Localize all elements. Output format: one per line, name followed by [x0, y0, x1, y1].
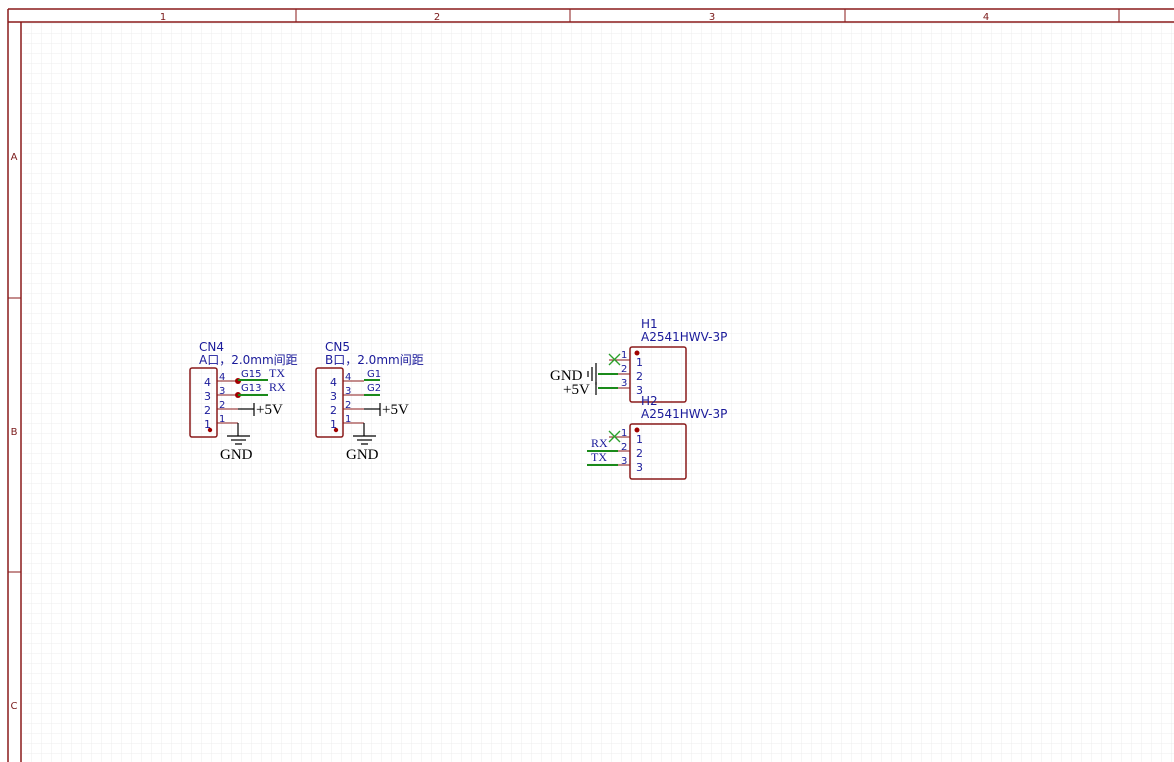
cn4-pin-outer-3: 3	[204, 390, 211, 403]
cn5-pin-inner-2: 2	[345, 400, 351, 411]
cn4-net-g13: G13	[241, 383, 261, 394]
cn5-net-g2: G2	[367, 383, 381, 394]
cn4-pin-inner-3: 3	[219, 386, 225, 397]
h2-value: A2541HWV-3P	[641, 407, 727, 421]
cn4-pin-inner-4: 4	[219, 372, 225, 383]
column-label-1: 1	[160, 12, 166, 23]
row-label-a: A	[11, 152, 18, 163]
h2-net-rx: RX	[591, 436, 608, 450]
cn4-net-rx: RX	[269, 380, 286, 394]
cn5-pin-outer-1: 1	[330, 418, 337, 431]
component-cn5[interactable]: CN5 B口，2.0mm间距 4 3 2 1 4 3 2 1 G1 G2 +5V…	[315, 340, 424, 463]
cn4-body	[189, 367, 218, 438]
h1-pin-outer-3: 3	[621, 378, 627, 389]
cn4-pin-outer-1: 1	[204, 418, 211, 431]
cn4-value: A口，2.0mm间距	[199, 353, 298, 367]
h2-net-tx: TX	[591, 450, 607, 464]
cn4-gnd-icon	[227, 435, 250, 445]
cn5-power-5v: +5V	[382, 402, 409, 418]
sheet-frame	[7, 8, 1174, 762]
h1-pin1-marker	[634, 350, 640, 356]
cn4-pin-inner-2: 2	[219, 400, 225, 411]
row-label-c: C	[11, 701, 18, 712]
column-label-4: 4	[983, 12, 989, 23]
h2-pin-inner-1: 1	[636, 433, 643, 446]
cn4-pin-outer-4: 4	[204, 376, 211, 389]
cn5-pin-outer-3: 3	[330, 390, 337, 403]
h1-pin-inner-1: 1	[636, 356, 643, 369]
h2-no-connect-icon	[608, 430, 621, 443]
cn4-power-5v: +5V	[256, 402, 283, 418]
cn4-ref: CN4	[199, 340, 224, 354]
h2-pin-inner-2: 2	[636, 447, 643, 460]
cn5-gnd-label: GND	[346, 447, 379, 463]
h1-gnd-icon	[587, 363, 597, 385]
cn5-net-g1: G1	[367, 369, 381, 380]
cn4-gnd-label: GND	[220, 447, 253, 463]
cn5-gnd-icon	[353, 435, 376, 445]
cn4-pin1-marker	[207, 427, 213, 433]
component-h2[interactable]: H2 A2541HWV-3P 1 2 3 1 2 3 RX TX	[587, 394, 727, 480]
h1-no-connect-icon	[608, 353, 621, 366]
h2-pin-outer-1: 1	[621, 428, 627, 439]
row-label-b: B	[11, 427, 18, 438]
h2-pin-outer-2: 2	[621, 442, 627, 453]
h1-value: A2541HWV-3P	[641, 330, 727, 344]
h1-gnd-label: GND	[550, 368, 583, 384]
h2-pin1-marker	[634, 427, 640, 433]
cn5-pin-inner-3: 3	[345, 386, 351, 397]
h1-pin-inner-2: 2	[636, 370, 643, 383]
column-label-3: 3	[709, 12, 715, 23]
component-cn4[interactable]: CN4 A口，2.0mm间距 4 3 2 1 4 3 2 1 G15 TX G1…	[189, 340, 298, 463]
h2-ref: H2	[641, 394, 658, 408]
cn5-value: B口，2.0mm间距	[325, 353, 424, 367]
h2-pin-inner-3: 3	[636, 461, 643, 474]
component-h1[interactable]: H1 A2541HWV-3P 1 2 3 1 2 3 GND +5V	[550, 317, 727, 403]
cn4-net-tx: TX	[269, 366, 285, 380]
cn5-pin1-marker	[333, 427, 339, 433]
cn5-body	[315, 367, 344, 438]
cn4-pin-inner-1: 1	[219, 414, 225, 425]
grid-background	[22, 23, 1174, 762]
cn5-pin-inner-4: 4	[345, 372, 351, 383]
h1-pin-inner-3: 3	[636, 384, 643, 397]
cn4-pin-outer-2: 2	[204, 404, 211, 417]
cn5-pin-inner-1: 1	[345, 414, 351, 425]
h1-power-5v: +5V	[563, 382, 590, 398]
h1-pin-outer-2: 2	[621, 364, 627, 375]
cn5-pin-outer-2: 2	[330, 404, 337, 417]
cn4-net-g15: G15	[241, 369, 261, 380]
h1-pin-outer-1: 1	[621, 350, 627, 361]
column-label-2: 2	[434, 12, 440, 23]
cn5-pin-outer-4: 4	[330, 376, 337, 389]
h1-ref: H1	[641, 317, 658, 331]
cn5-ref: CN5	[325, 340, 350, 354]
h2-pin-outer-3: 3	[621, 456, 627, 467]
